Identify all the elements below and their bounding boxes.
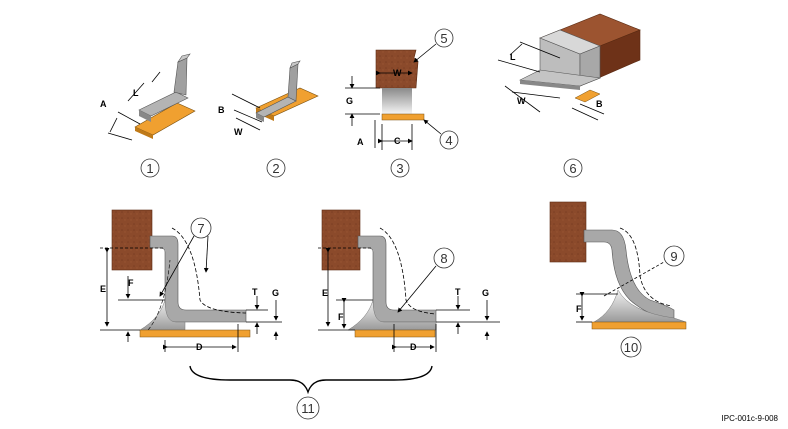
dim-label-g7: G [272,288,279,298]
dim-label-f: F [128,278,134,288]
callout-number: 3 [396,161,403,176]
callout-number: 9 [670,249,677,264]
callout-circle [433,247,455,269]
dim-label-l6: L [510,52,516,62]
dim-label-t: T [252,287,258,297]
figure-3-butt-joint: W G A C 3 5 4 [345,28,459,178]
callout-number: 7 [197,221,204,236]
callout-circle [563,158,583,178]
figure-10-j-lead-fillet: F 9 10 [549,201,687,358]
dim-label-w: W [234,127,243,137]
dim-label-w6: W [517,96,526,106]
callout-circle [439,130,459,150]
dim-label-t8: T [455,287,461,297]
callout-number: 1 [146,161,153,176]
callout-circle [190,217,212,239]
dim-label-l: L [133,88,139,98]
dim-label-e: E [100,284,106,294]
dim-label-a: A [100,99,107,109]
dim-label-b: B [218,105,225,115]
dim-label-e8: E [322,288,328,298]
callout-number: 6 [569,161,576,176]
dim-label-w3: W [393,68,402,78]
callout-circle [620,336,642,358]
callout-number: 4 [445,133,452,148]
dim-label-f8: F [338,312,344,322]
figure-1-flat-lead: L A 1 [100,53,196,178]
figure-reference: IPC-001c-9-008 [722,414,779,423]
callout-number: 5 [440,31,447,46]
figure-2-round-lead: B W 2 [218,60,319,178]
callout-number: 11 [301,401,315,416]
dim-label-c: C [394,136,401,146]
figure-6-chip-component: L W B 6 [497,13,641,178]
dim-label-d: D [196,342,203,352]
dim-label-d8: D [410,342,417,352]
dim-label-a3: A [357,137,364,147]
dim-label-b6: B [596,99,603,109]
dim-label-f10: F [576,304,582,314]
dim-label-g8: G [482,288,489,298]
callout-number: 10 [624,340,638,355]
callout-number: 2 [272,161,279,176]
callout-circle [663,245,685,267]
figure-8-toe-fillet: E F T G D 8 [318,209,500,352]
callout-circle [296,396,320,420]
callout-circle [434,28,454,48]
dim-label-g: G [346,96,353,106]
callout-circle [390,158,410,178]
callout-number: 8 [440,251,447,266]
callout-circle [140,158,160,178]
callout-circle [266,158,286,178]
figure-7-heel-fillet: E F T G D 7 [100,209,282,352]
figure-11-brace: 11 [189,365,433,420]
